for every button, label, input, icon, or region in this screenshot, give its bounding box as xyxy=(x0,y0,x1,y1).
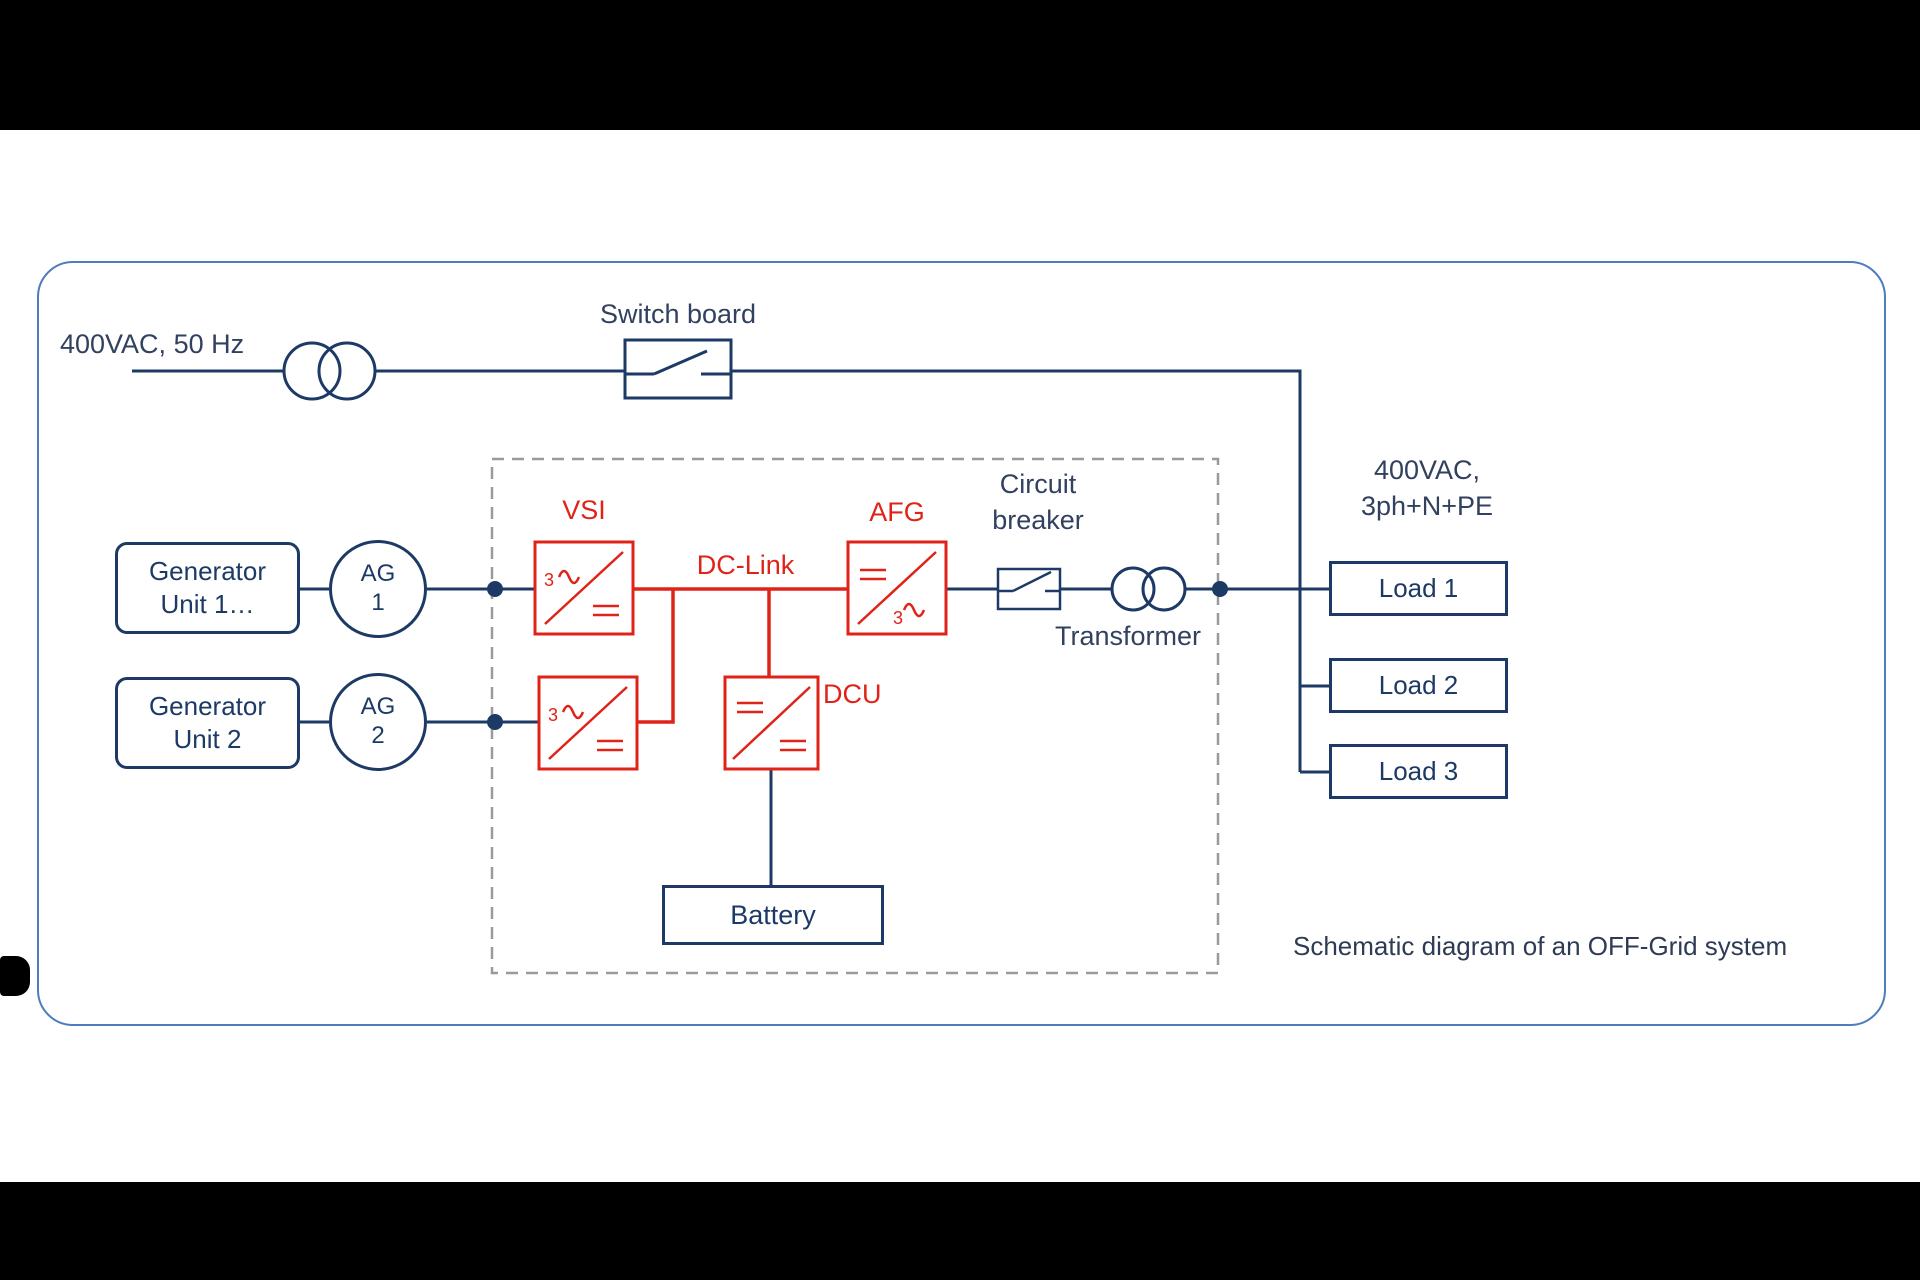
ac-bus-wire xyxy=(731,369,1302,772)
switch-board-box xyxy=(623,338,733,400)
output-spec-label: 400VAC, 3ph+N+PE xyxy=(1327,452,1527,525)
load-3-label: Load 3 xyxy=(1378,755,1459,786)
output-spec-line1: 400VAC, xyxy=(1373,455,1481,485)
ag1-label: AG 1 xyxy=(361,560,396,618)
vsi1-acdc-icon xyxy=(544,551,624,625)
vsi2-phase-marker: 3 xyxy=(548,705,558,725)
circuit-breaker-line2: breaker xyxy=(992,505,1084,536)
dc-link-label: DC-Link xyxy=(696,550,795,580)
generator-unit-2-box: Generator Unit 2 xyxy=(115,677,300,769)
load-1-box: Load 1 xyxy=(1329,561,1508,616)
breaker-switch-icon xyxy=(998,570,1060,593)
utility-transformer-icon xyxy=(282,341,342,401)
generator-unit-2-line2: Unit 2 xyxy=(173,724,242,754)
vsi-label: VSI xyxy=(562,495,606,525)
junction-dot xyxy=(487,581,503,597)
load-2-label: Load 2 xyxy=(1378,669,1459,700)
vsi1-phase-marker: 3 xyxy=(544,570,554,590)
ag1-line2: 1 xyxy=(371,589,385,616)
ag1-circle: AG 1 xyxy=(329,540,427,638)
dcu-dcdc-icon xyxy=(732,686,811,760)
vsi2-acdc-icon xyxy=(548,686,628,760)
edge-artifact xyxy=(0,956,30,996)
transformer-label: Transformer xyxy=(1054,621,1202,651)
ag2-line1: AG xyxy=(360,693,396,721)
utility-transformer-icon xyxy=(317,341,377,401)
afg-label: AFG xyxy=(869,497,925,527)
junction-dots xyxy=(487,581,1228,730)
load-3-box: Load 3 xyxy=(1329,744,1508,799)
ag2-circle: AG 2 xyxy=(329,673,427,771)
output-transformer-icon xyxy=(1110,566,1156,612)
diagram-caption: Schematic diagram of an OFF-Grid system xyxy=(1293,931,1788,961)
afg-phase-marker: 3 xyxy=(893,608,903,628)
generator-unit-2-label: Generator Unit 2 xyxy=(149,690,266,757)
battery-box: Battery xyxy=(662,885,884,945)
circuit-breaker-line1: Circuit xyxy=(999,469,1077,499)
diagram-frame xyxy=(37,261,1886,1026)
circuit-breaker-label: Circuit breaker xyxy=(958,466,1118,539)
ag1-line1: AG xyxy=(360,560,396,588)
output-transformer-icon xyxy=(1141,566,1187,612)
output-spec-line2: 3ph+N+PE xyxy=(1360,491,1494,522)
generator-unit-1-line2: Unit 1… xyxy=(160,589,255,619)
vsi2-to-dc-link-wire xyxy=(637,589,675,724)
generator-unit-1-box: Generator Unit 1… xyxy=(115,542,300,634)
generator-unit-1-line1: Generator xyxy=(148,555,267,586)
generator-unit-1-label: Generator Unit 1… xyxy=(149,555,266,622)
dcu-label: DCU xyxy=(823,679,882,709)
switch-icon xyxy=(625,349,731,376)
grid-feed-label: 400VAC, 50 Hz xyxy=(60,329,245,359)
converter-symbols xyxy=(544,551,937,760)
junction-dot xyxy=(487,714,503,730)
circuit-breaker-box xyxy=(996,567,1062,611)
ag2-label: AG 2 xyxy=(361,693,396,751)
letterbox-top xyxy=(0,0,1920,130)
afg-dcac-icon xyxy=(857,551,937,625)
letterbox-bottom xyxy=(0,1182,1920,1280)
battery-label: Battery xyxy=(730,899,816,930)
generator-unit-2-line1: Generator xyxy=(148,690,267,721)
load-1-label: Load 1 xyxy=(1378,572,1459,603)
dc-link-wire-group xyxy=(633,587,848,724)
navy-wire-group xyxy=(132,338,1329,885)
switch-board-label: Switch board xyxy=(599,299,757,329)
load-2-box: Load 2 xyxy=(1329,658,1508,713)
junction-dot xyxy=(1212,581,1228,597)
ag2-line2: 2 xyxy=(371,722,385,749)
